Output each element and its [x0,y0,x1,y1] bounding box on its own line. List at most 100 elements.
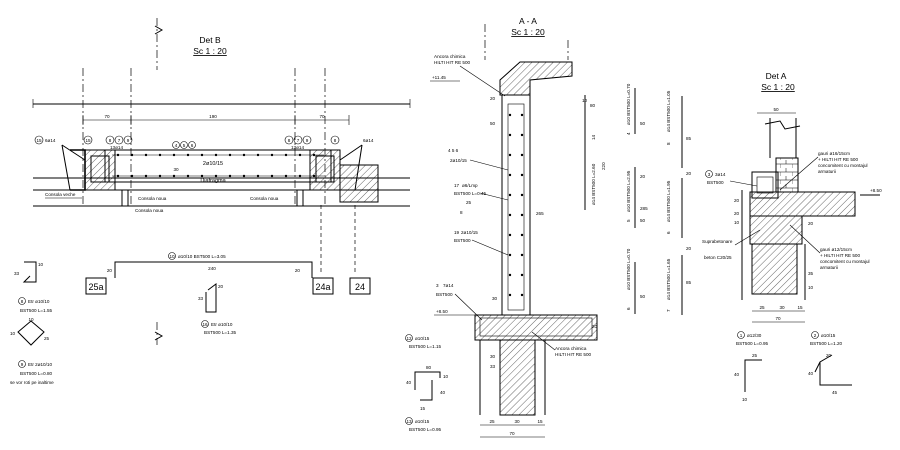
vbar-1: ø10 BST500 L=0.70 [626,83,631,125]
aa-dim-20: 20 [490,96,496,101]
left-shape-mid-25: 25 [44,336,50,341]
det-b-mark-15b: 15 [85,138,91,143]
aa-bottom-25: 25 [489,419,495,424]
left-bars-note: se vor roti pe inaltime [10,380,54,385]
bar-12-label-b: BST500 L=1.15 [409,344,441,349]
section-aa-column-rebar-dots [508,113,524,297]
aa-mark-3: 3 [436,283,439,288]
det-a-side-35: 35 [808,271,814,276]
bar-1-dim-25: 25 [752,353,758,358]
bars-12-13: 12 ø10/15 BST500 L=1.15 80 10 40 40 15 1… [405,334,449,432]
det-b-label-13-left: 13ø14 [110,145,123,150]
det-a-title: Det A [766,71,787,81]
aa-level-top: +11.45 [432,75,446,80]
aa-bottom-70: 70 [509,431,515,436]
bar-2-shape: 2 ø10/15 BST500 L=1.20 20 40 45 [808,331,852,395]
det-a-side-10b: 10 [808,285,814,290]
vbar-dim-4: 50 [640,218,646,223]
vbar-dim-3: 285 [640,206,648,211]
det-b-detail: Det B Sc 1 : 20 70 190 70 [32,18,411,345]
etr-8-label: Etr ø10/10 [28,299,50,304]
det-b-label-2: 2ø10/15 [203,161,223,167]
left-shape-mid-10b: 10 [10,331,16,336]
vbar-dim-0: 80 [590,103,596,108]
det-b-dim-30: 30 [173,167,179,172]
bar-13-dim-40b: 40 [440,390,446,395]
etr-8-mark: 8 [21,299,24,304]
det-a-gauri-2c: concomitent cu montajul [820,259,870,264]
bar-10-mark: 10 [169,254,175,259]
det-a-bottom-70: 70 [775,316,781,321]
det-b-mark-15a: 15 [36,138,42,143]
vbar-dim-7: 85 [686,280,692,285]
det-a-side-20c: 20 [808,221,814,226]
aa-bar-14-len: 220 [601,162,606,170]
bar-2-dim-20: 20 [826,353,832,358]
det-a-suprabetonare: Suprabetonare [702,239,733,244]
bar-1-label: ø12/30 [747,333,762,338]
vbar-dim-6: 85 [686,136,692,141]
aa-side-33: 33 [490,364,496,369]
box-24a: 24a [315,282,330,292]
left-shape-top-10: 10 [38,262,44,267]
vbar-1-mark: 4 [626,132,631,135]
bar-12-dim-10: 10 [443,374,449,379]
aa-mark-19: 19 [454,230,460,235]
bar-2-steel: BST500 L=1.20 [810,341,842,346]
bar-10-shape: 10 ø10/10 BST500 L=3.05 240 20 20 [107,252,313,278]
aa-label-3a: 7ø14 [443,283,454,288]
det-a-side-10: 10 [734,220,740,225]
det-b-mark-circles: 15 15 8 7 9 8 7 9 8 4 5 6 [34,135,340,149]
vbar-6-mark: 7 [666,309,671,312]
det-b-consola-noua-a: Consola noua [138,196,167,201]
det-a-gauri-1d: armaturii [818,169,836,174]
bar-13-label-b: BST500 L=0.95 [409,427,441,432]
det-b-rebar-top-right: 6ø14 [363,138,374,143]
det-a-side-20a: 20 [734,198,740,203]
diaphragm-rebar-dots [116,153,316,178]
aa-mark-17: 17 [454,183,460,188]
bar-10-dim-240: 240 [208,266,216,271]
vbar-dim-1: 50 [640,121,646,126]
bar-1-dim-40: 40 [734,372,740,377]
aa-bar-14-d10: 10 [582,98,588,103]
bar-10-label: ø10/10 BST500 L=3.05 [178,254,226,259]
aa-bar-14-mark: 14 [591,134,596,140]
aa-bottom-30: 30 [514,419,520,424]
aa-level-mid: +8.50 [436,309,448,314]
vbar-dim-8: 20 [686,171,692,176]
det-a-bottom-25: 25 [759,305,765,310]
aa-label-19b: BST500 [454,238,471,243]
bar-16-shape: 33 20 16 Etr ø10/10 BST500 L=1.35 [198,283,236,335]
aa-label-17a: ø6/Lmp [462,183,478,188]
det-a-scale: Sc 1 : 20 [761,82,795,92]
vbar-4: ø14 BST500 L=1.05 [666,90,671,132]
det-b-consola-noua-c: Consola noua [250,196,279,201]
det-b-scale: Sc 1 : 20 [193,46,227,56]
det-a-gauri-2d: armaturii [820,265,838,270]
det-b-mark-6: 6 [191,143,194,148]
vbar-3: ø10 BST500 L=0.70 [626,248,631,290]
bar-16-mark: 16 [202,322,208,327]
vbar-5-mark: 6 [666,231,671,234]
vbar-6: ø14 BST500 L=1.65 [666,258,671,300]
vbar-dim-2: 20 [640,174,646,179]
det-a-detail: Det A Sc 1 : 20 50 3 3ø14 BST500 gauri ø… [702,71,882,323]
det-a-label-3a: 3ø14 [715,172,726,177]
det-a-gauri-1: gauri ø16/15cm [818,151,850,156]
vbar-dim-5: 50 [640,294,646,299]
det-a-dim-50: 50 [773,107,779,112]
det-a-gauri-2: gauri ø12/15cm [820,247,852,252]
left-shape-mid-10: 10 [28,317,34,322]
aa-side-30: 30 [490,354,496,359]
aa-dim-20b: 20 [592,324,598,329]
det-b-label-13-right: 13ø14 [291,145,304,150]
section-aa: A - A Sc 1 : 20 Ancora chimica [430,16,606,438]
bar-16-label: Etr ø10/10 [211,322,233,327]
bar-16-steel: BST500 L=1.35 [204,330,236,335]
det-a-gauri-2b: + HILTI HIT RE 500 [820,253,860,258]
bar-12-mark: 12 [406,336,412,341]
aa-ancora-top: Ancora chimica [434,54,466,59]
det-b-consola-noua-b: Consola noua [135,208,164,213]
bar-1-dim-10: 10 [742,397,748,402]
